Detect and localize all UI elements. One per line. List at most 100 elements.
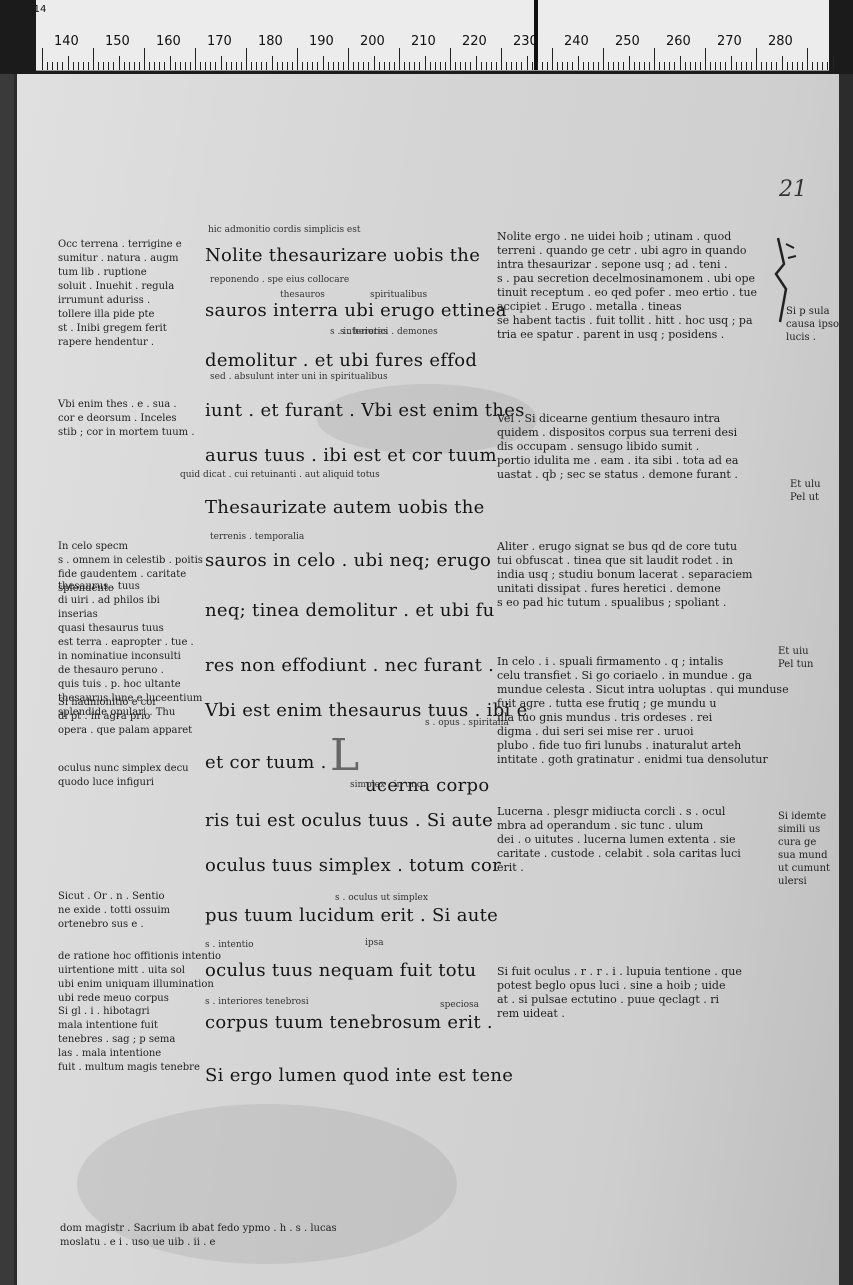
manuscript-line: Si ergo lumen quod inte est tene [205, 1065, 514, 1086]
gloss-line: mala intentione fuit [58, 1020, 158, 1031]
margin-note-line: simili us [778, 824, 821, 835]
margin-note-line: lucis . [786, 332, 816, 343]
gloss-line: st . Inibi gregem ferit [58, 323, 167, 334]
interlinear-gloss: ipsa [365, 938, 384, 948]
ruler-tick [618, 62, 620, 70]
manuscript-page: 21 [14, 74, 839, 1285]
margin-note-line: Et uiu [778, 646, 809, 657]
gloss-line: di pt . in agra prio [58, 711, 151, 722]
gloss-line: sumitur . natura . augm [58, 253, 179, 264]
ruler-tick [552, 48, 553, 70]
ruler-tick [475, 56, 477, 70]
gloss-line: Si hadmonitio e cor [58, 697, 158, 708]
ruler-tick [169, 56, 171, 70]
ruler-tick [659, 62, 661, 70]
interlinear-gloss: spiritualibus [370, 290, 428, 300]
right-glosse-block: Lucerna . plesgr midiucta corcli . s . o… [497, 805, 741, 875]
ruler-tick [424, 56, 426, 70]
gloss-line: soluit . Inuehit . regula [58, 281, 175, 292]
folio-number: 21 [779, 177, 807, 202]
interlinear-gloss: sed . absulunt inter uni in spiritualibu… [210, 372, 388, 382]
ruler-tick [766, 62, 768, 70]
ruler-tick [246, 48, 247, 70]
left-glosse-block: Occ terrena . terrigine e sumitur . natur… [58, 238, 182, 350]
ruler-tick [210, 62, 212, 70]
bottom-note-line: moslatu . e i . uso ue uib . ii . e [60, 1237, 216, 1248]
interlinear-gloss: quid dicat . cui retuinanti . aut aliqui… [180, 470, 380, 480]
ruler-tick [633, 62, 635, 70]
gloss-line: rem uideat . [497, 1007, 565, 1020]
ruler-number: 150 [104, 34, 130, 49]
gloss-line: est terra . eapropter . tue . [58, 637, 194, 648]
ruler-tick [205, 62, 207, 70]
manuscript-line: pus tuum lucidum erit . Si aute [205, 905, 499, 926]
ruler-tick [98, 62, 100, 70]
ruler-tick [52, 62, 54, 70]
gloss-line: stib ; cor in mortem tuum . [58, 427, 195, 438]
ruler-tick [383, 62, 385, 70]
gloss-line: india usq ; studiu bonum lacerat . separ… [497, 568, 753, 581]
ruler-tick [735, 62, 737, 70]
ruler-tick [113, 62, 115, 70]
margin-note-line: Pel ut [790, 492, 820, 503]
margin-note-line: Si idemte [778, 811, 827, 822]
ruler-tick [506, 62, 508, 70]
gloss-line: In celo . i . spuali firmamento . q ; in… [497, 655, 724, 668]
gloss-line: Nolite ergo . ne uidei hoib ; utinam . q… [497, 230, 732, 243]
ruler-tick [179, 62, 181, 70]
ruler-tick [562, 62, 564, 70]
ruler-number: 160 [155, 34, 181, 49]
gloss-line: mbra ad operandum . sic tunc . ulum [497, 819, 704, 832]
gloss-line: in nominatiue inconsulti [58, 651, 181, 662]
page-edge [836, 74, 853, 1285]
decorated-initial: L [330, 730, 360, 781]
gloss-line: Aliter . erugo signat se bus qd de core … [497, 540, 738, 553]
ruler-tick [557, 62, 559, 70]
ruler-tick [251, 62, 253, 70]
ruler-tick [740, 62, 742, 70]
ruler-tick [501, 48, 502, 70]
interlinear-gloss: reponendo . spe eius collocare [210, 275, 350, 285]
ruler-tick [42, 48, 43, 70]
ruler-tick [82, 62, 84, 70]
interlinear-gloss: s . interiores tenebrosi [205, 997, 309, 1007]
ruler-tick [317, 62, 319, 70]
gloss-line: illa tuo gnis mundus . tris ordeses . re… [497, 711, 713, 724]
ruler-tick [577, 56, 579, 70]
ruler-tick [756, 48, 757, 70]
ruler-tick [399, 48, 400, 70]
ruler-tick [302, 62, 304, 70]
ruler-tick [781, 56, 783, 70]
ruler-tick [796, 62, 798, 70]
ruler-tick [332, 62, 334, 70]
margin-note-line: ulersi [778, 876, 807, 887]
ruler-tick [149, 62, 151, 70]
ruler-tick [761, 62, 763, 70]
gloss-line: tui obfuscat . tinea que sit laudit rode… [497, 554, 733, 567]
ruler-tick [822, 62, 824, 70]
ruler-tick [516, 62, 518, 70]
gloss-line: Occ terrena . terrigine e [58, 239, 182, 250]
ruler-number: 260 [665, 34, 691, 49]
ruler-tick [720, 62, 722, 70]
ruler-tick [450, 48, 451, 70]
gloss-line: s eo pad hic tutum . spualibus ; spolian… [497, 596, 727, 609]
ruler-tick [648, 62, 650, 70]
ruler-tick [679, 56, 681, 70]
right-glosse-block: Si fuit oculus . r . r . i . lupuia tent… [497, 965, 742, 1021]
ruler-tick [460, 62, 462, 70]
interlinear-gloss: s . heretici . demones [340, 327, 438, 337]
manuscript-line: ucerna corpo [365, 775, 490, 796]
ruler-tick [786, 62, 788, 70]
ruler-tick [613, 62, 615, 70]
ruler-tick [689, 62, 691, 70]
ruler-tick [414, 62, 416, 70]
gloss-line: thesaurus lune e luceentium [58, 693, 203, 704]
interlinear-gloss: speciosa [440, 1000, 480, 1010]
gloss-line: potest beglo opus luci . sine a hoib ; u… [497, 979, 726, 992]
ruler-tick [715, 62, 717, 70]
ruler-tick [419, 62, 421, 70]
